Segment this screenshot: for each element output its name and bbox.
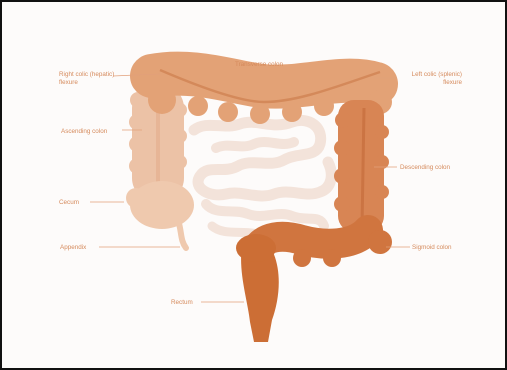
label-right-colic-flexure-line2: flexure xyxy=(59,79,78,86)
label-cecum: Cecum xyxy=(59,199,79,206)
small-intestine xyxy=(194,120,331,234)
label-right-colic-flexure-line1: Right colic (hepatic) xyxy=(59,71,114,78)
appendix xyxy=(178,220,186,248)
label-appendix: Appendix xyxy=(60,244,87,251)
rectum xyxy=(236,234,279,342)
label-ascending-colon: Ascending colon xyxy=(61,128,108,135)
label-left-colic-flexure-line1: Left colic (splenic) xyxy=(412,71,462,78)
label-left-colic-flexure-line2: flexure xyxy=(443,79,462,86)
label-transverse-colon: Transverse colon xyxy=(235,61,284,68)
sigmoid-colon xyxy=(256,230,392,267)
label-rectum: Rectum xyxy=(171,299,193,306)
descending-colon xyxy=(334,100,389,232)
label-sigmoid-colon: Sigmoid colon xyxy=(412,244,452,251)
cecum xyxy=(126,181,194,229)
label-descending-colon: Descending colon xyxy=(400,164,451,171)
